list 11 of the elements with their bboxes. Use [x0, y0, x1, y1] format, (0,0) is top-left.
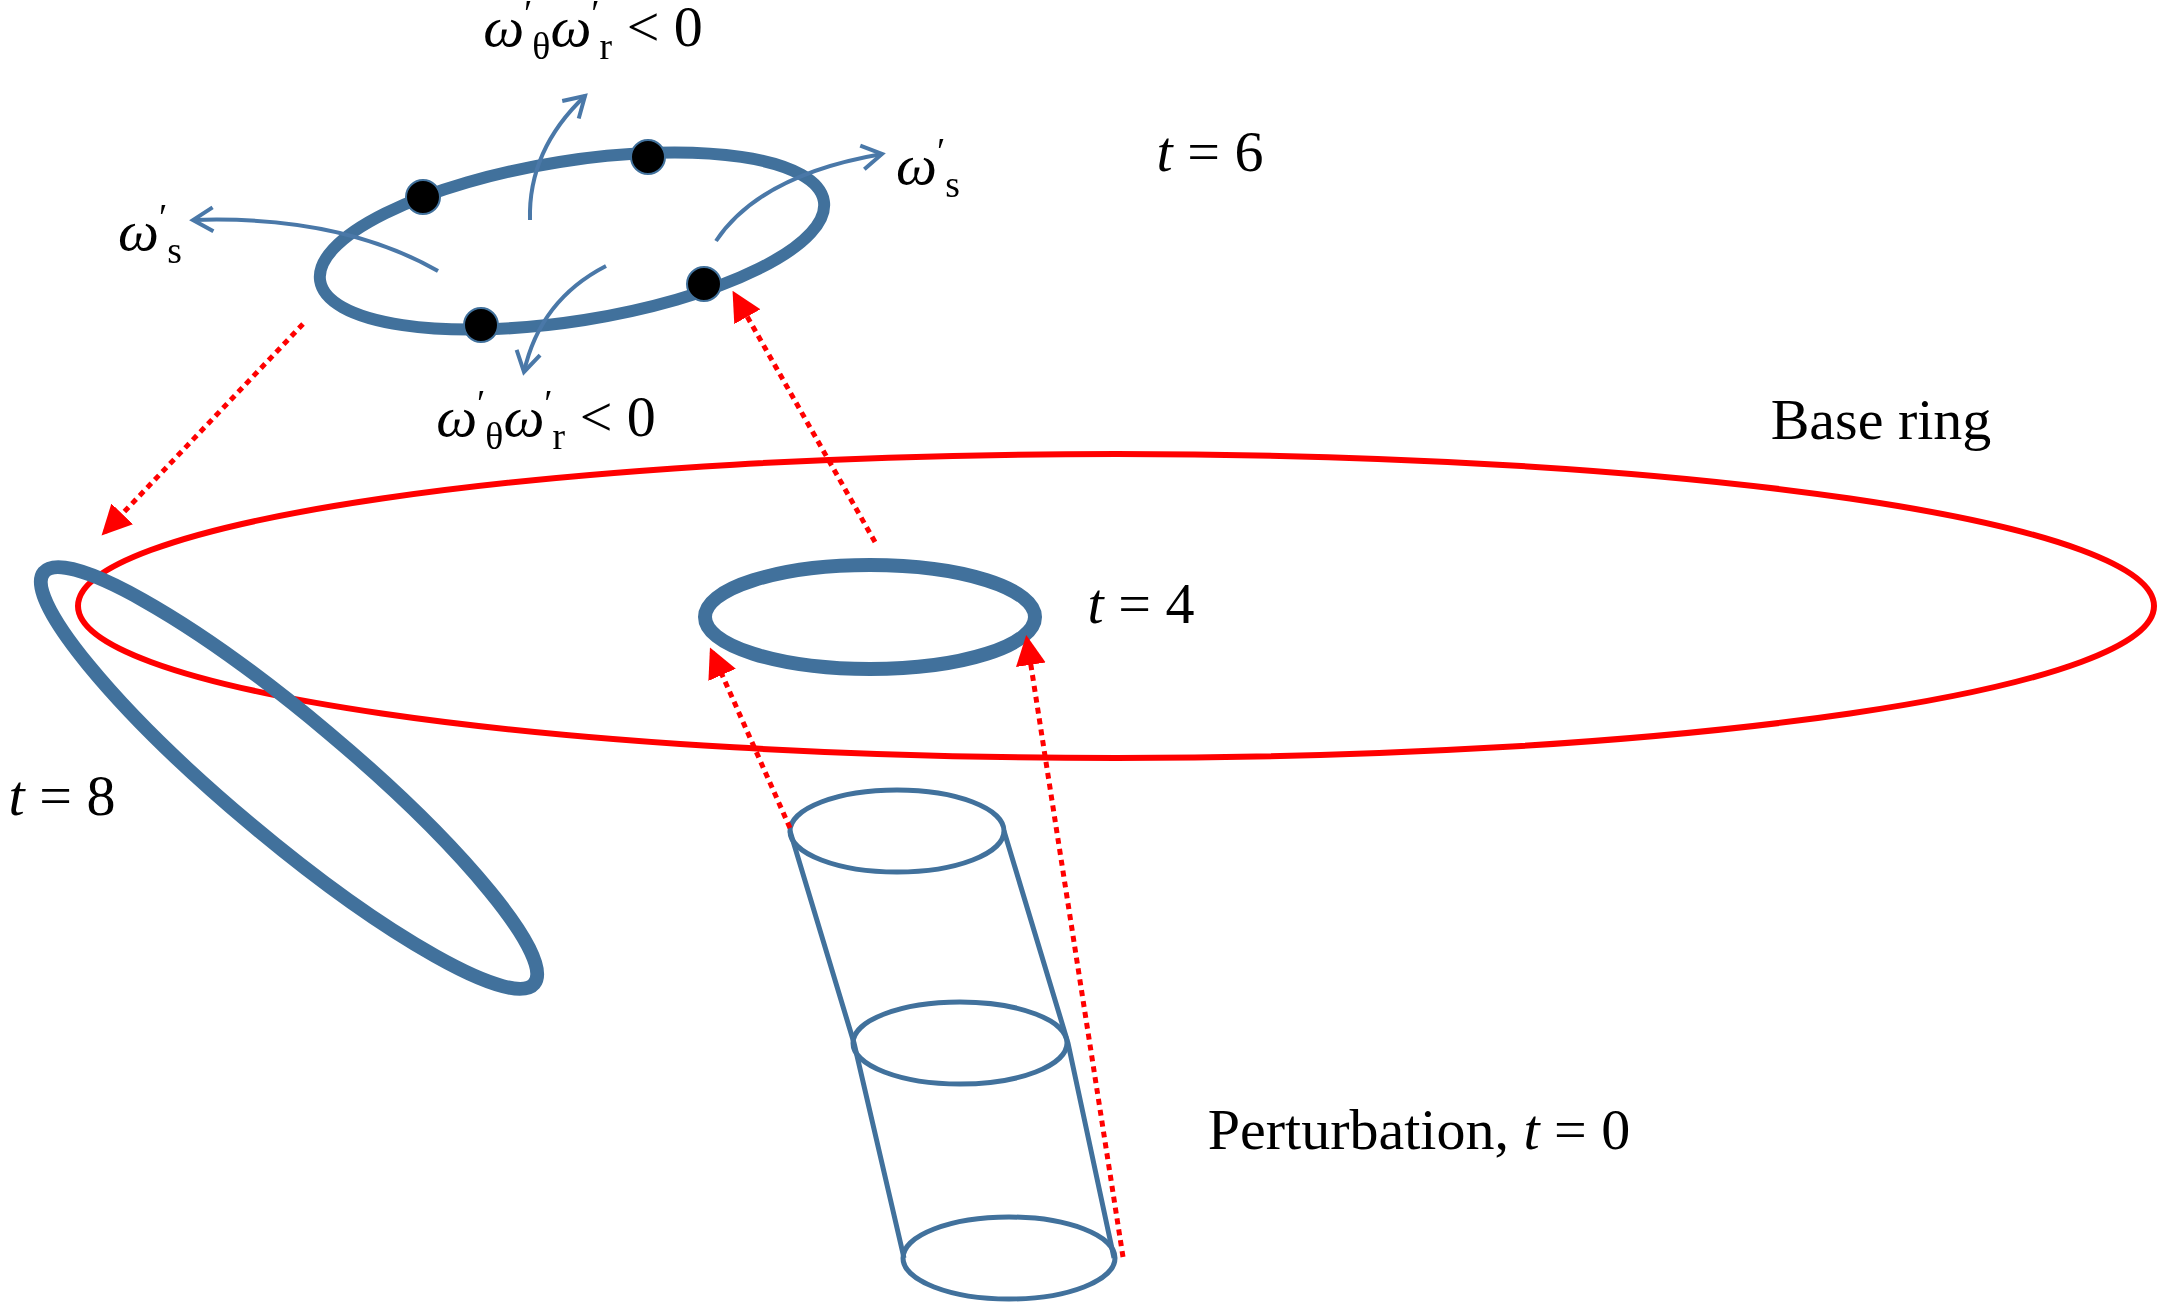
- time-label: t = 6: [1156, 120, 1264, 184]
- arrow: [732, 290, 878, 544]
- time-label: t = 4: [1087, 572, 1195, 636]
- time-label: t = 8: [8, 764, 116, 828]
- time-label: Perturbation, t = 0: [1207, 1098, 1631, 1162]
- vorticity-label: ω$^{′}$$_{θ}$ω$^{′}$$_{r}$ < 0: [483, 0, 703, 68]
- arrow: [1016, 635, 1126, 1258]
- arrow: [708, 647, 793, 829]
- arrow: [101, 322, 305, 536]
- ring-label: Base ring: [1770, 388, 1992, 452]
- vorticity-label: ω$^{′}$$_{θ}$ω$^{′}$$_{r}$ < 0: [436, 382, 656, 458]
